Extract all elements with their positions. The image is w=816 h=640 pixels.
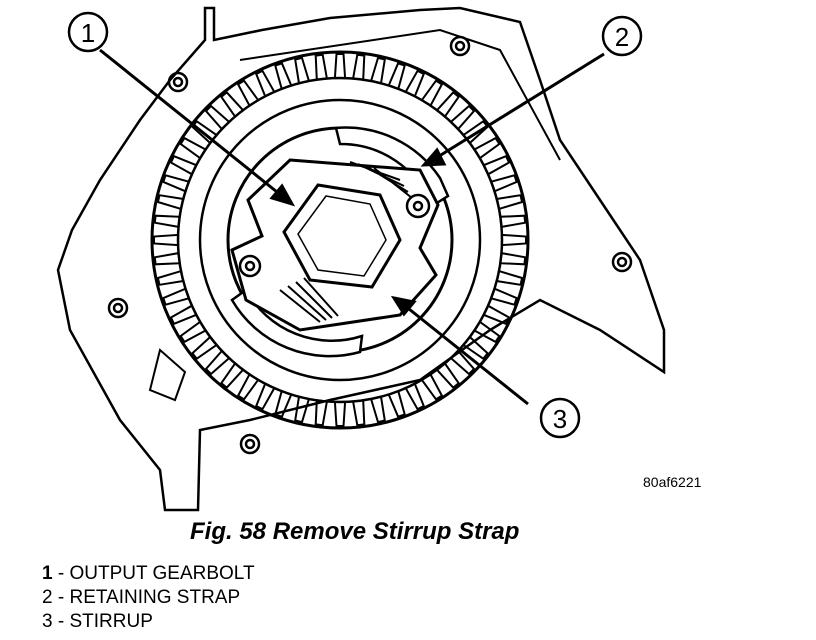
housing-flange-line xyxy=(239,28,561,161)
gear-tooth xyxy=(351,399,366,427)
gear-tooth xyxy=(314,399,329,427)
image-code: 80af6221 xyxy=(643,474,702,490)
legend-separator: - xyxy=(57,587,65,608)
figure-caption: Fig. 58 Remove Stirrup Strap xyxy=(190,518,520,545)
callout-leaders xyxy=(99,48,605,406)
gear-tooth xyxy=(333,53,347,80)
gear-tooth xyxy=(153,214,181,229)
svg-text:3: 3 xyxy=(553,404,567,434)
gear-tooth xyxy=(156,194,185,211)
legend-text: RETAINING STRAP xyxy=(69,587,241,608)
gear-tooth xyxy=(156,269,185,286)
callout-2: 2 xyxy=(601,15,643,57)
legend-separator: - xyxy=(57,563,65,584)
legend-number: 2 xyxy=(42,587,53,608)
gear-tooth xyxy=(153,251,181,266)
gear-tooth xyxy=(369,395,386,424)
gear-tooth xyxy=(351,53,366,81)
gear-tooth xyxy=(499,251,527,266)
svg-text:2: 2 xyxy=(615,22,629,52)
housing-lower-boss xyxy=(148,348,187,402)
housing-bolt-holes xyxy=(107,35,633,455)
legend-number: 3 xyxy=(42,611,53,632)
gear-tooth xyxy=(294,395,311,424)
callout-1: 1 xyxy=(67,11,109,53)
legend-item: 1 - OUTPUT GEARBOLT xyxy=(42,562,255,586)
legend-item: 2 - RETAINING STRAP xyxy=(42,586,255,610)
legend-separator: - xyxy=(57,611,65,632)
gear-tooth xyxy=(495,194,524,211)
legend-item: 3 - STIRRUP xyxy=(42,610,255,634)
gear-tooth xyxy=(495,269,524,286)
svg-text:1: 1 xyxy=(81,18,95,48)
stirrup-hatch-lower xyxy=(279,277,339,323)
gear-tooth xyxy=(294,56,311,85)
gear-tooth xyxy=(314,53,329,81)
stirrup-strap-diagram: 1 2 3 xyxy=(56,6,666,512)
gear-tooth xyxy=(153,233,180,247)
gear-tooth xyxy=(499,214,527,229)
legend-text: OUTPUT GEARBOLT xyxy=(69,563,255,584)
callout-3: 3 xyxy=(539,397,581,439)
stirrup-bolts xyxy=(238,193,431,278)
gear-tooth xyxy=(369,56,386,85)
legend-number: 1 xyxy=(42,563,53,584)
stirrup-hatch-upper xyxy=(349,161,413,199)
output-gearbolt-face xyxy=(297,195,387,277)
gear-tooth xyxy=(500,233,527,247)
legend-text: STIRRUP xyxy=(69,611,153,632)
parts-legend: 1 - OUTPUT GEARBOLT 2 - RETAINING STRAP … xyxy=(42,562,255,634)
gear-tooth xyxy=(333,400,347,427)
